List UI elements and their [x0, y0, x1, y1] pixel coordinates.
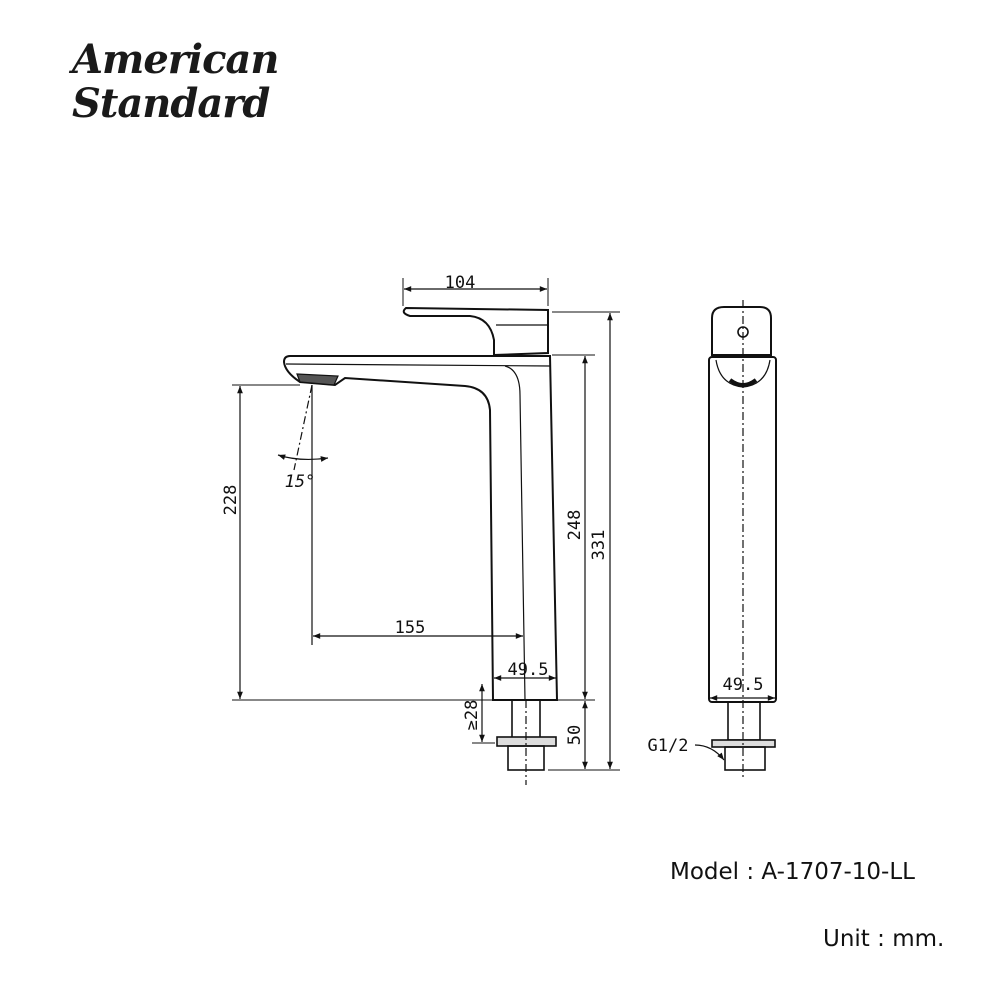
dim-228: 228 [221, 485, 241, 516]
model-label: Model : A-1707-10-LL [670, 859, 915, 885]
spout-body [282, 355, 559, 701]
american-standard-logo: American Standard [72, 36, 279, 127]
dim-min-28: ≥28 [462, 700, 482, 731]
handle [402, 306, 549, 357]
dim-104: 104 [445, 273, 476, 293]
dim-49-5-side: 49.5 [508, 660, 549, 680]
dim-331: 331 [589, 530, 609, 561]
aerator [296, 373, 339, 386]
unit-label: Unit : mm. [823, 926, 945, 952]
extension-lines [232, 278, 620, 771]
dim-50: 50 [565, 725, 585, 745]
thread-label: G1/2 [648, 736, 689, 756]
dim-49-5-front: 49.5 [723, 675, 764, 695]
dim-15-deg: 15° [285, 472, 316, 492]
dim-155: 155 [395, 618, 426, 638]
side-view [277, 306, 559, 785]
dim-248: 248 [565, 510, 585, 541]
front-view [694, 300, 777, 780]
dimension-lines [237, 286, 775, 769]
front-cap [711, 306, 772, 356]
